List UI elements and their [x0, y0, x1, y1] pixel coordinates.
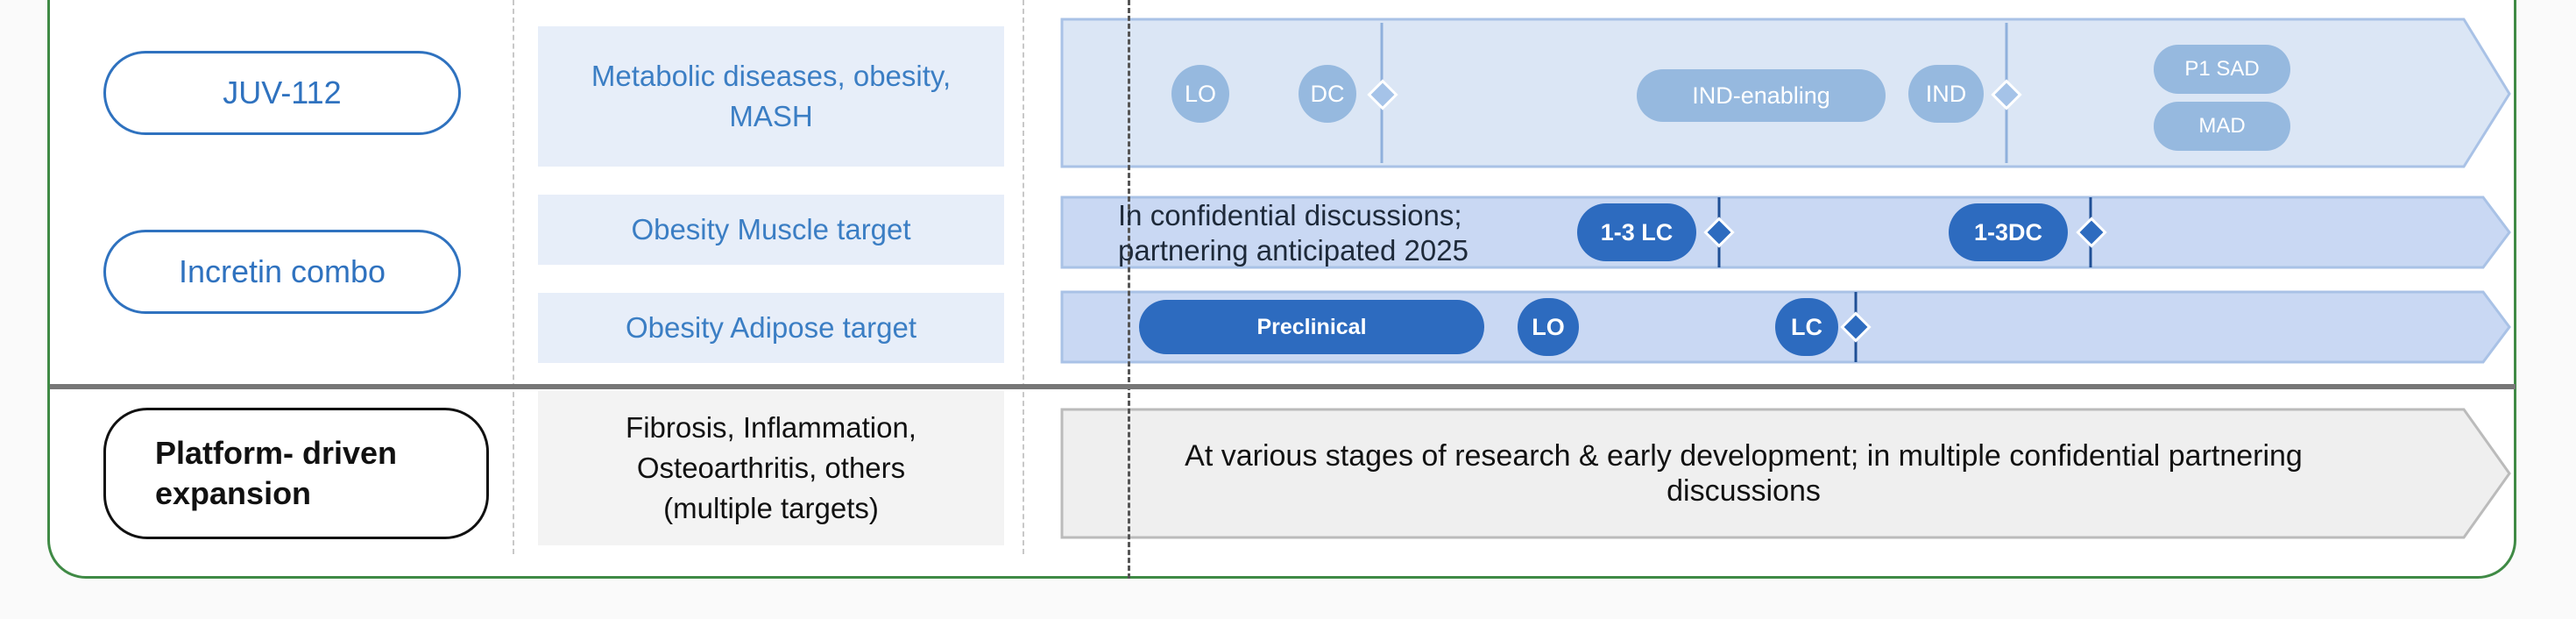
muscle-lc-diamond: [1703, 217, 1735, 248]
adipose-lc-diamond: [1840, 311, 1872, 343]
juv-milestone-mad: MAD: [2154, 102, 2290, 151]
indication-platform: Fibrosis, Inflammation, Osteoarthritis, …: [538, 391, 1004, 545]
platform-program-line2: expansion: [155, 475, 312, 511]
juv-milestone-p1-sad: P1 SAD: [2154, 45, 2290, 94]
indication-juv: Metabolic diseases, obesity, MASH: [538, 26, 1004, 167]
program-incretin-combo: Incretin combo: [103, 230, 461, 314]
platform-progress-arrow: [1060, 408, 2511, 539]
adipose-milestone-lo: LO: [1518, 298, 1579, 356]
juv-milestone-ind-enabling: IND-enabling: [1637, 69, 1886, 122]
juv-dc-diamond: [1367, 79, 1398, 110]
today-marker-line: [1128, 0, 1130, 579]
juv-milestone-lo: LO: [1171, 65, 1229, 123]
platform-indication-line1: Fibrosis, Inflammation,: [626, 411, 916, 444]
platform-indication-line3: (multiple targets): [663, 492, 879, 524]
muscle-dc-diamond: [2076, 217, 2107, 248]
muscle-milestone-dc: 1-3DC: [1949, 203, 2068, 261]
section-divider: [50, 384, 2516, 389]
muscle-status-note: In confidential discussions; partnering …: [1118, 198, 1574, 268]
muscle-note-line2: partnering anticipated 2025: [1118, 234, 1468, 267]
adipose-milestone-lc: LC: [1775, 298, 1838, 356]
platform-program-line1: Platform- driven: [155, 435, 398, 471]
juv-milestone-dc: DC: [1299, 65, 1356, 123]
indication-muscle: Obesity Muscle target: [538, 195, 1004, 265]
column-separator-1: [513, 0, 514, 554]
adipose-milestone-preclinical: Preclinical: [1139, 300, 1484, 354]
column-separator-2: [1023, 0, 1024, 554]
muscle-milestone-lc: 1-3 LC: [1577, 203, 1696, 261]
muscle-note-line1: In confidential discussions;: [1118, 199, 1462, 231]
program-juv-112: JUV-112: [103, 51, 461, 135]
juv-ind-diamond: [1991, 79, 2022, 110]
juv-milestone-ind: IND: [1908, 65, 1984, 123]
platform-indication-line2: Osteoarthritis, others: [636, 452, 906, 484]
program-platform-expansion: Platform- driven expansion: [103, 408, 489, 539]
platform-status-note: At various stages of research & early de…: [1185, 439, 2303, 508]
indication-adipose: Obesity Adipose target: [538, 293, 1004, 363]
muscle-progress-arrow: [1060, 196, 2511, 269]
